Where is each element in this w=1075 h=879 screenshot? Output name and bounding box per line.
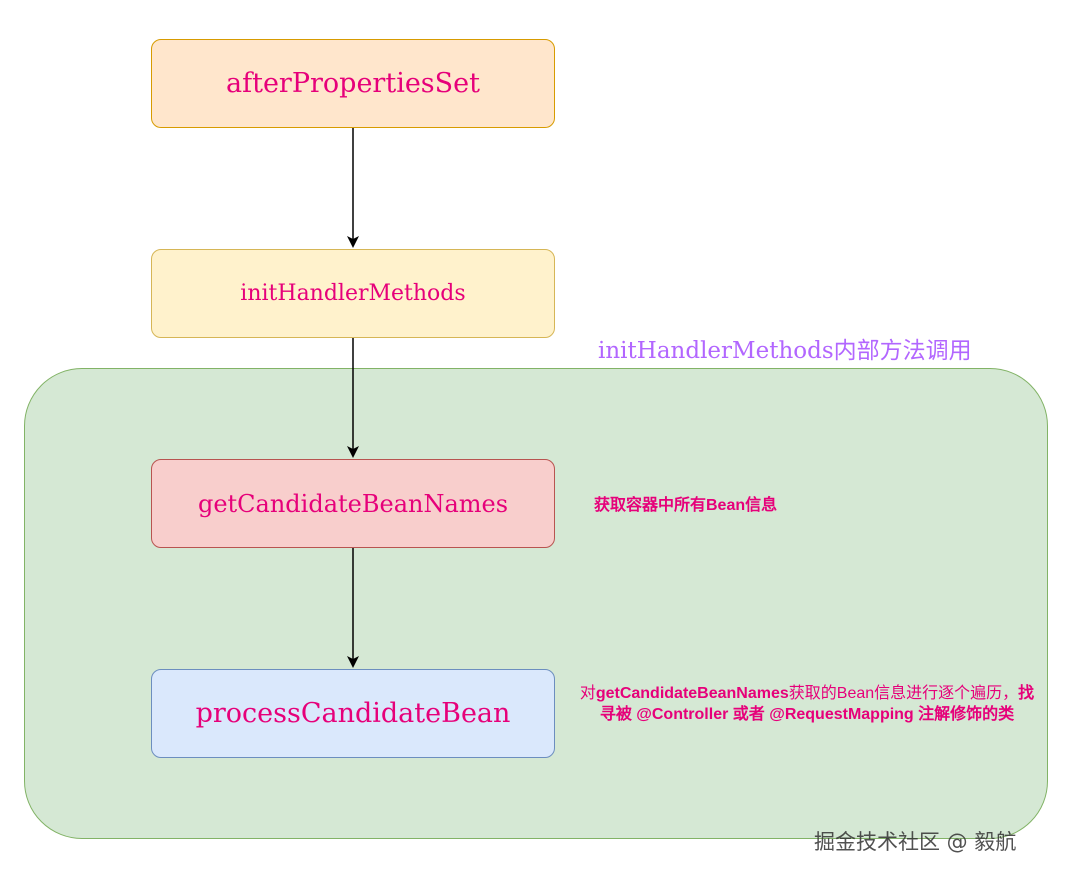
- note-process-candidate: 对getCandidateBeanNames获取的Bean信息进行逐个遍历，找寻…: [576, 683, 1038, 725]
- node-processCandidateBean: processCandidateBean: [151, 669, 555, 758]
- watermark: 掘金技术社区 @ 毅航: [814, 830, 1017, 854]
- node-afterPropertiesSet: afterPropertiesSet: [151, 39, 555, 128]
- note-process-part1: 对: [579, 685, 596, 702]
- node-initHandlerMethods: initHandlerMethods: [151, 249, 555, 338]
- group-label: initHandlerMethods内部方法调用: [598, 338, 972, 364]
- note-process-part4: 找寻被 @Controller 或者 @RequestMapping 注解修饰的…: [599, 685, 1035, 723]
- note-process-part2: getCandidateBeanNames: [595, 685, 789, 702]
- node-getCandidateBeanNames: getCandidateBeanNames: [151, 459, 555, 548]
- note-get-candidates: 获取容器中所有Bean信息: [594, 497, 778, 514]
- note-process-part3: 获取的Bean信息进行逐个遍历，: [788, 685, 1019, 702]
- initHandlerMethods-group-container: [24, 368, 1048, 839]
